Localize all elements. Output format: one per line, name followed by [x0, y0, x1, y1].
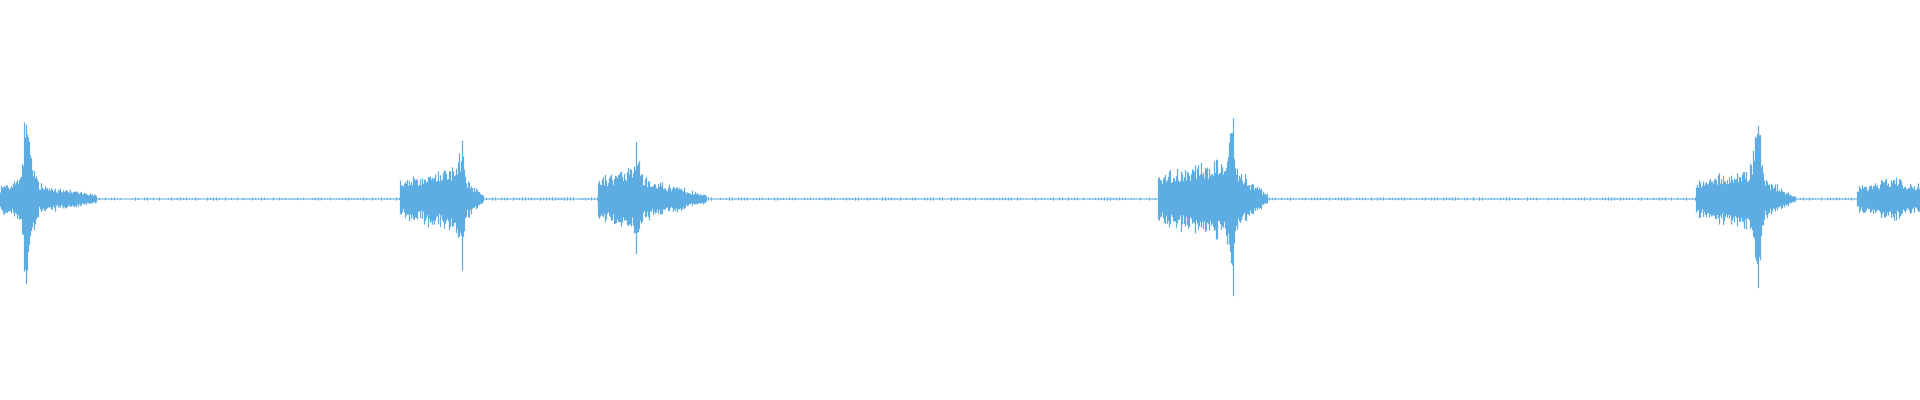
waveform-bursts	[0, 118, 1920, 297]
waveform-noise-floor	[0, 197, 1918, 201]
